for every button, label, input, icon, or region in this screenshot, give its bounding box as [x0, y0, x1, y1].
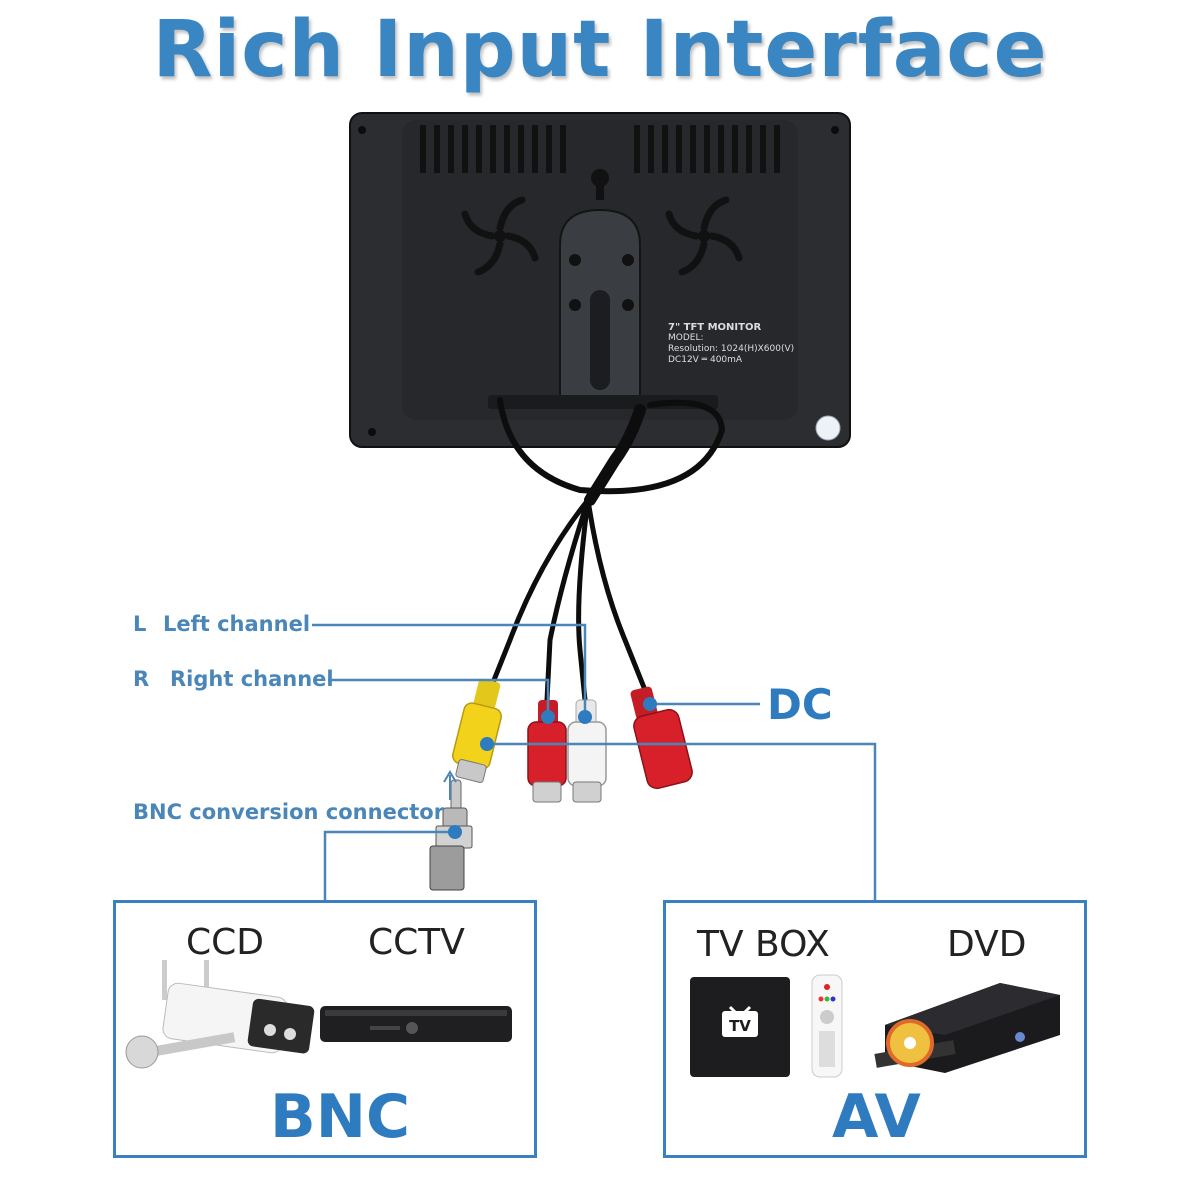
- ccd-camera-icon: [125, 960, 315, 1069]
- yellow-rca-connector: [452, 678, 502, 783]
- white-rca-connector-left: [567, 699, 607, 803]
- tv-box-icon: [690, 977, 790, 1077]
- arrow-up-icon: [443, 770, 457, 800]
- fan-left-icon: [461, 196, 539, 276]
- left-channel-leader: [312, 623, 587, 715]
- monitor-spec-label: 7" TFT MONITOR MODEL: Resolution: 1024(H…: [668, 322, 794, 366]
- remote-control-icon: [811, 974, 843, 1078]
- dvd-label: DVD: [947, 924, 1027, 965]
- monitor-label-power: DC12V ═ 400mA: [668, 355, 743, 365]
- av-label: AV: [832, 1082, 921, 1152]
- tv-box-label: TV BOX: [697, 924, 830, 965]
- bnc-connector-label: BNC conversion connector: [133, 800, 445, 824]
- av-leader: [487, 742, 877, 900]
- cctv-label: CCTV: [368, 922, 465, 963]
- cable-bundle: [489, 397, 726, 703]
- fan-right-icon: [665, 196, 743, 276]
- tv-box-logo-text: TV: [729, 1017, 751, 1035]
- red-dc-connector: [630, 686, 693, 790]
- ccd-label: CCD: [186, 922, 264, 963]
- cctv-dvr-icon: [320, 1006, 512, 1042]
- bnc-label: BNC: [270, 1082, 410, 1152]
- left-channel-label: Left channel: [163, 612, 311, 636]
- monitor-back: [349, 112, 851, 448]
- left-channel-letter: L: [133, 612, 147, 636]
- bnc-devices-art: [125, 960, 512, 1069]
- monitor-label-resolution: Resolution: 1024(H)X600(V): [668, 344, 795, 354]
- av-devices-art: TV: [690, 974, 1060, 1078]
- dc-label: DC: [767, 680, 833, 729]
- monitor-label-model: MODEL:: [668, 333, 704, 343]
- page-title: Rich Input Interface: [152, 5, 1048, 95]
- right-channel-label: Right channel: [170, 667, 334, 691]
- bnc-leader: [323, 830, 455, 900]
- dvd-player-icon: [874, 983, 1060, 1073]
- right-channel-letter: R: [133, 667, 150, 691]
- right-channel-leader: [328, 678, 550, 715]
- monitor-label-title: 7" TFT MONITOR: [668, 322, 762, 333]
